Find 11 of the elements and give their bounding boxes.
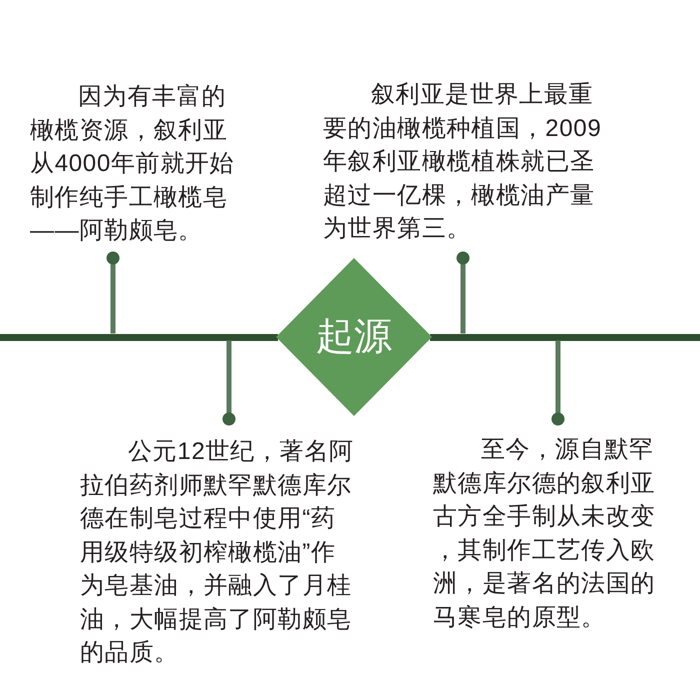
description-text: 至今，源自默罕默德库尔德的叙利亚古方全手制从未改变，其制作工艺传入欧洲，是著名的法国的马寒皂的原型。 <box>433 435 656 632</box>
timeline-bar <box>0 334 278 340</box>
leader-line <box>106 252 120 334</box>
leader-line <box>552 340 564 426</box>
leader-line <box>456 252 470 334</box>
heading-text: 起源 <box>316 315 392 359</box>
description-text: 叙利亚是世界上最重要的油橄榄种植国，2009年叙利亚橄榄植株就已圣超过一亿棵，橄榄油产量为世界第三。 <box>323 80 602 244</box>
description-text: 公元12世纪，著名阿拉伯药剂师默罕默德库尔德在制皂过程中使用“药用级特级初榨橄榄油”作为皂基油，并融入了月桂油，大幅提高了阿勒颇皂的品质。 <box>80 437 355 668</box>
leader-line <box>222 340 236 426</box>
description-text: 因为有丰富的橄榄资源，叙利亚从4000年前就开始制作纯手工橄榄皂——阿勒颇皂。 <box>30 82 236 246</box>
timeline-bar <box>430 334 700 340</box>
